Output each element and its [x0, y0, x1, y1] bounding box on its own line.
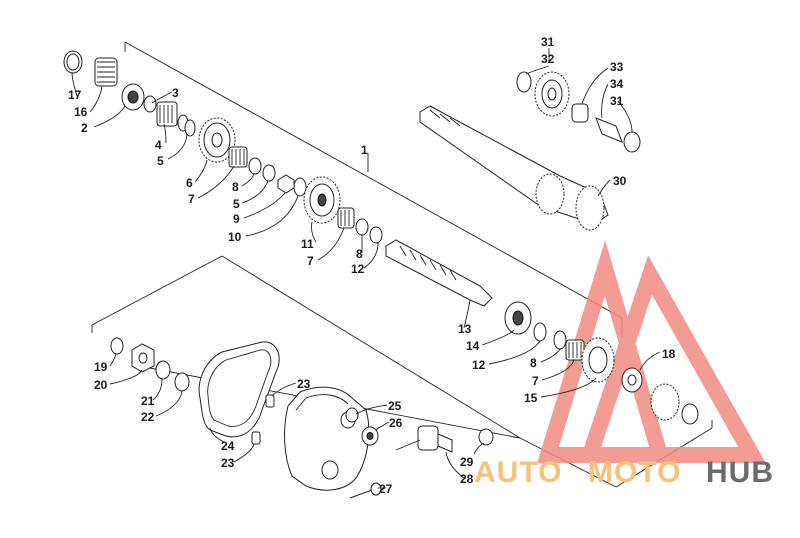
part-ring-31a: [516, 71, 532, 93]
part-gear-15: [581, 337, 615, 383]
callout-17: 17: [68, 88, 82, 102]
callout-22: 22: [141, 410, 155, 424]
callout-21: 21: [141, 394, 155, 408]
part-pin-23b: [251, 431, 261, 445]
part-washer-8c: [553, 330, 567, 350]
callout-34: 34: [610, 77, 624, 91]
part-gear-11: [303, 176, 341, 224]
part-ring-19: [110, 337, 124, 355]
callout-7: 7: [188, 192, 195, 206]
part-gear-unlabeled: [650, 383, 699, 425]
watermark-logo-triangle: [537, 240, 766, 463]
part-ring-22: [174, 372, 190, 392]
part-washer-8b: [355, 218, 383, 244]
callout-5b: 5: [233, 197, 240, 211]
part-gear-6: [198, 117, 236, 163]
part-shaft-30: [419, 105, 609, 231]
leader-lines: [71, 48, 661, 489]
part-gear-16: [94, 57, 118, 87]
callout-13: 13: [458, 322, 472, 336]
part-cover-housing: [284, 386, 370, 491]
callout-7b: 7: [307, 254, 314, 268]
part-gear-32: [534, 71, 570, 117]
part-pin-23a: [265, 394, 275, 408]
part-hub-2: [121, 83, 145, 111]
callout-27: 27: [379, 482, 393, 496]
callout-25: 25: [388, 399, 402, 413]
part-cap-29: [478, 428, 494, 446]
part-nut-9: [277, 174, 295, 194]
callout-12: 12: [351, 262, 365, 276]
callout-20: 20: [94, 378, 108, 392]
callout-15: 15: [524, 391, 538, 405]
callout-28: 28: [460, 472, 474, 486]
callout-30: 30: [613, 174, 627, 188]
part-shaft-13: [385, 239, 493, 307]
callout-26: 26: [389, 416, 403, 430]
callout-8: 8: [232, 180, 239, 194]
part-bushing-33: [571, 103, 589, 123]
callout-labels: 17 16 2 3 4 5 6 7 8 5 9 10 11 7 8 12 1 3…: [68, 35, 676, 496]
callout-9: 9: [233, 212, 240, 226]
watermark-brand: AUTO MOTO HUB: [474, 456, 774, 489]
part-washer-10: [293, 177, 307, 197]
part-ring-17: [63, 50, 83, 74]
callout-10: 10: [228, 230, 242, 244]
callout-8c: 8: [530, 356, 537, 370]
part-bearing-7: [228, 146, 248, 168]
callout-18: 18: [662, 347, 676, 361]
part-bearing-4: [156, 101, 178, 127]
callout-23: 23: [297, 377, 311, 391]
callout-24: 24: [221, 439, 235, 453]
callout-32: 32: [541, 52, 555, 66]
callout-6: 6: [186, 176, 193, 190]
part-washer-21: [155, 360, 171, 380]
part-washer-12b: [533, 322, 547, 342]
part-ring-31b: [623, 131, 641, 153]
part-sensor-28: [395, 425, 453, 453]
watermark-text-hub: HUB: [706, 456, 774, 489]
part-bolt-27: [349, 482, 382, 499]
callout-5: 5: [157, 154, 164, 168]
callout-7c: 7: [532, 374, 539, 388]
watermark-text-moto: MOTO: [588, 456, 681, 489]
callout-12b: 12: [472, 358, 486, 372]
callout-3: 3: [172, 86, 179, 100]
callout-8b: 8: [356, 247, 363, 261]
callout-33: 33: [610, 60, 624, 74]
callout-14: 14: [466, 339, 480, 353]
part-washer-18: [621, 367, 643, 393]
callout-29: 29: [460, 455, 474, 469]
callout-23b: 23: [221, 456, 235, 470]
callout-4: 4: [155, 138, 162, 152]
callout-2: 2: [81, 121, 88, 135]
part-washer-5: [177, 114, 196, 137]
part-seal-25: [345, 407, 359, 423]
part-washer-3: [143, 95, 157, 113]
part-bearing-7c: [565, 339, 585, 361]
part-washer-8: [248, 157, 276, 182]
part-nut-20: [131, 343, 155, 373]
watermark-text-auto: AUTO: [474, 456, 562, 489]
callout-19: 19: [94, 360, 108, 374]
callout-16: 16: [74, 105, 88, 119]
part-gasket-24: [198, 341, 280, 438]
part-sleeve-34: [595, 117, 623, 143]
part-bushing-26: [361, 426, 379, 446]
callout-11: 11: [301, 237, 314, 251]
part-bearing-7b: [337, 207, 355, 229]
callout-1: 1: [361, 143, 368, 157]
callout-31: 31: [541, 35, 555, 49]
part-hub-14: [504, 301, 532, 335]
callout-31b: 31: [610, 94, 624, 108]
